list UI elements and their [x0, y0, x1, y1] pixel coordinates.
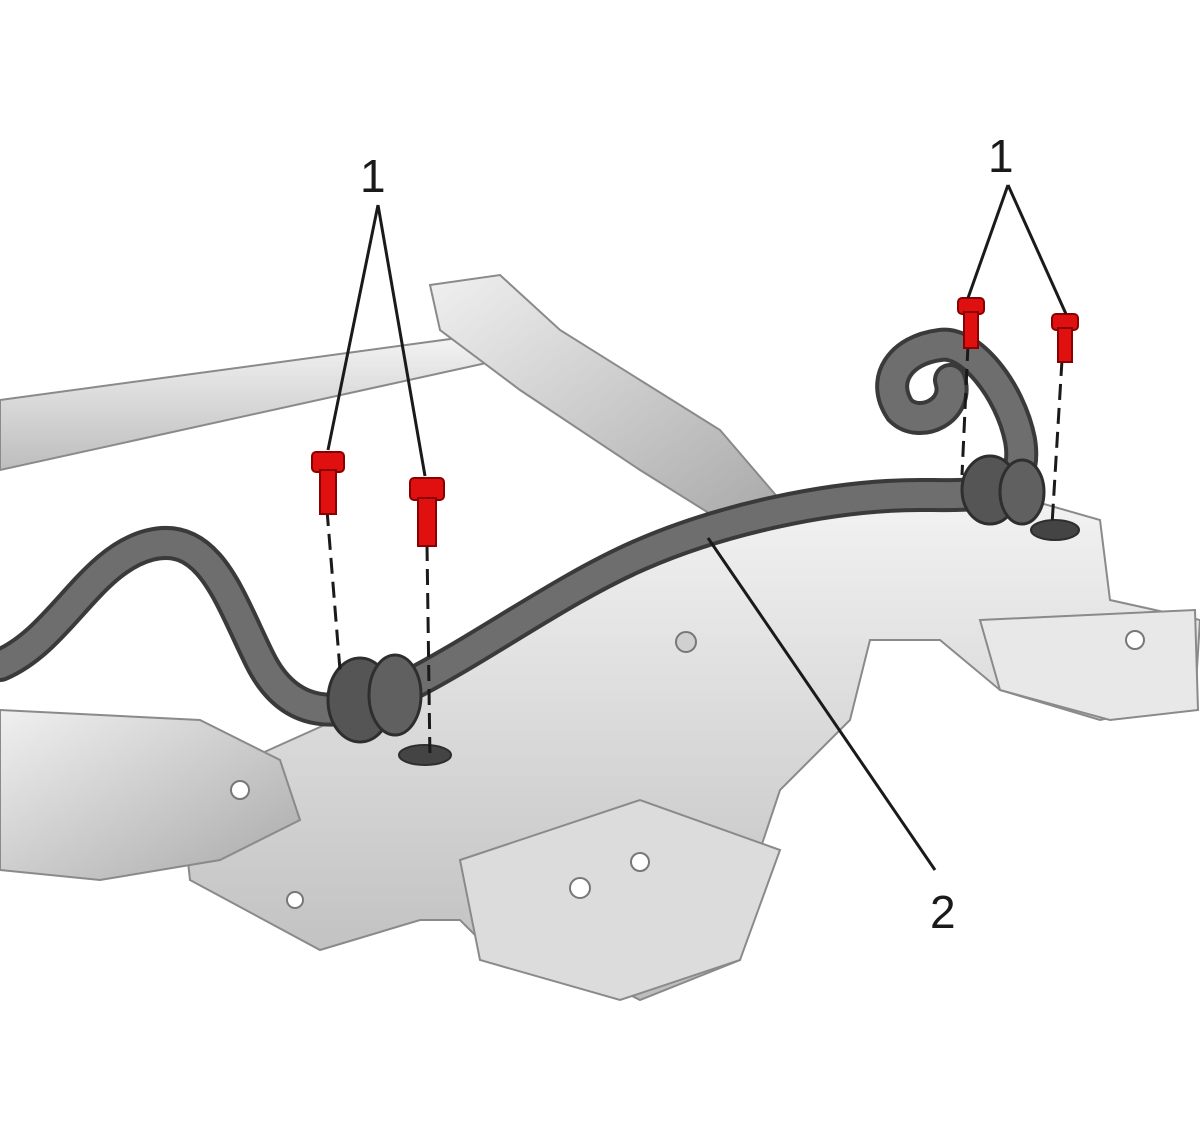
right-bushing [960, 454, 1080, 541]
lower-left-frame [0, 708, 302, 882]
hole [630, 852, 650, 872]
front-bracket [458, 798, 782, 1002]
upper-rail [0, 333, 502, 472]
hole [675, 631, 697, 653]
hole [230, 780, 250, 800]
right-arm [428, 273, 782, 522]
hole [1125, 630, 1145, 650]
bolt-icon [957, 297, 985, 349]
hole [569, 877, 591, 899]
left-bushing [326, 653, 452, 766]
bolt-axis-lines [325, 344, 1064, 761]
callout-stabilizer-bar: 2 [930, 886, 956, 938]
right-mount-bracket [978, 608, 1200, 722]
bolt-icon [311, 451, 345, 515]
hole [286, 891, 304, 909]
callout-bolt-left: 1 [360, 150, 386, 202]
callout-bolt-right: 1 [988, 130, 1014, 182]
bolt-icon [409, 477, 445, 547]
stabilizer-bar-fill [0, 331, 1035, 723]
leader-lines [326, 184, 1068, 871]
bolt-icon [1051, 313, 1079, 363]
